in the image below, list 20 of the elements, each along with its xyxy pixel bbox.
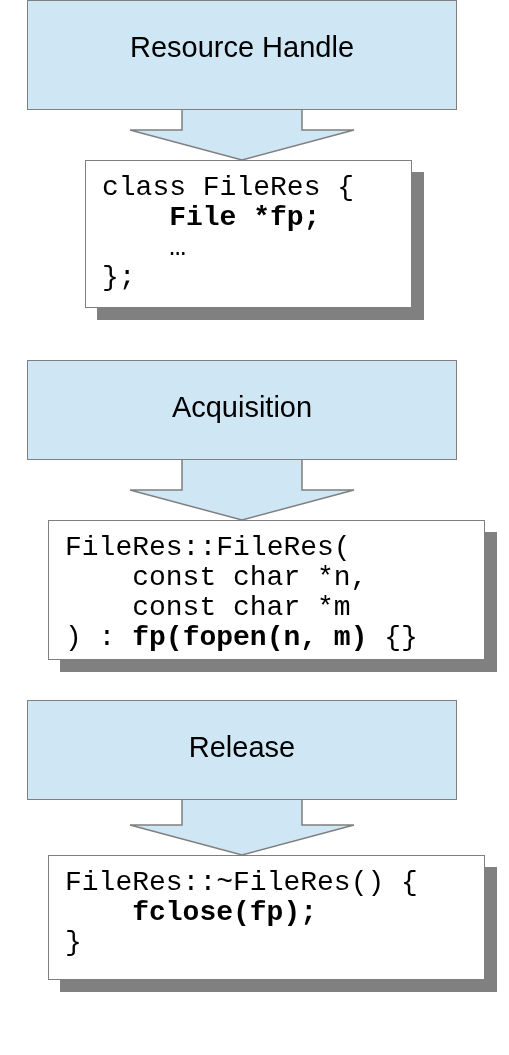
code-line: FileRes::FileRes( [65, 533, 351, 563]
callout-box [27, 360, 457, 460]
code-line: File *fp; [168, 203, 321, 233]
code-line: fclose(fp); [131, 898, 318, 928]
heading-text: Resource Handle [129, 31, 355, 64]
code-line: class FileRes { [102, 173, 355, 203]
callout-box [27, 700, 457, 800]
block-arrow [129, 107, 355, 161]
code-line: const char *n, [131, 563, 368, 593]
code-line: FileRes::~FileRes() { [65, 868, 418, 898]
callout-box [27, 0, 457, 110]
code-line: }; [102, 263, 136, 293]
heading-text: Acquisition [171, 391, 313, 424]
code-line: } [65, 928, 82, 958]
block-arrow [129, 457, 355, 521]
code-line: const char *m [131, 593, 351, 623]
block-arrow [129, 797, 355, 856]
code-line: … [168, 233, 186, 263]
heading-text: Release [188, 731, 296, 764]
code-line: ) : fp(fopen(n, m) {} [65, 623, 418, 653]
